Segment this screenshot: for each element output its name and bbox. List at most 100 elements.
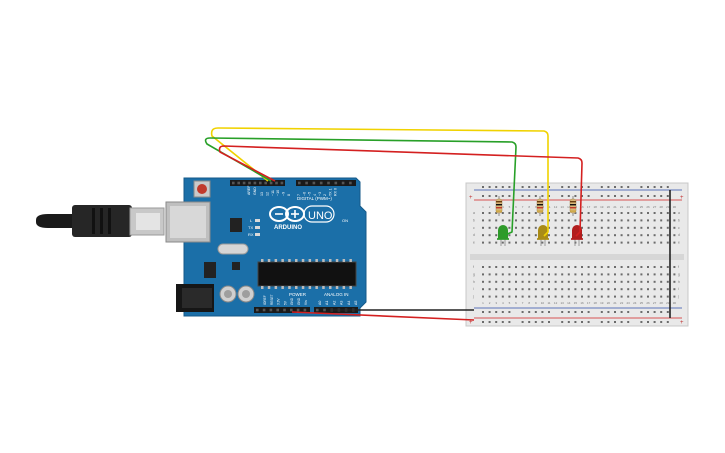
digital-pin-label: 2: [323, 194, 327, 196]
column-number: 11: [547, 205, 550, 209]
digital-pin-label: ~11: [271, 190, 275, 196]
column-number: 26: [646, 205, 650, 209]
column-number: 20: [607, 301, 611, 305]
green-wire[interactable]: [204, 137, 517, 237]
center-groove: [470, 254, 684, 260]
aref-label: AREF: [247, 186, 251, 195]
column-number: 28: [660, 301, 664, 305]
digital-header-left[interactable]: [230, 180, 285, 186]
gnd-label: GND: [253, 187, 257, 195]
rail-plus-bottom-right: +: [680, 320, 684, 326]
column-number: 17: [587, 205, 591, 209]
row-letter: j: [472, 295, 474, 299]
wires[interactable]: [204, 127, 671, 321]
digital-pin-label: ~3: [318, 192, 322, 196]
column-number: 27: [653, 301, 657, 305]
crystal: [217, 243, 249, 255]
column-number: 13: [561, 301, 565, 305]
digital-pin-label: ~6: [302, 192, 306, 196]
column-number: 30: [673, 301, 677, 305]
red-5v-wire[interactable]: [291, 311, 475, 321]
column-number: 4: [502, 205, 504, 209]
digital-pin-label: ~5: [308, 192, 312, 196]
row-letter: j: [677, 295, 679, 299]
power-pin-label: RESET: [270, 294, 274, 305]
reset-button[interactable]: [193, 180, 211, 198]
column-number: 6: [515, 205, 517, 209]
digital-pin-label: 13: [260, 192, 264, 196]
column-number: 18: [594, 205, 598, 209]
column-number: 2: [489, 205, 491, 209]
l-led-label: L: [250, 218, 253, 223]
usb-cable[interactable]: [36, 205, 165, 237]
column-number: 21: [613, 301, 617, 305]
column-number: 25: [640, 301, 644, 305]
resistors[interactable]: [495, 196, 577, 216]
tx-led-label: TX: [248, 225, 253, 230]
digital-label: DIGITAL (PWM~): [297, 196, 332, 201]
digital-pin-label: RX 0: [334, 188, 338, 196]
row-letter: g: [473, 272, 475, 276]
resistor[interactable]: [495, 196, 503, 216]
row-letter: h: [678, 280, 680, 284]
row-letter: b: [678, 218, 680, 222]
column-number: 24: [633, 301, 637, 305]
power-pin-label: Vin: [304, 300, 308, 305]
power-header[interactable]: [254, 307, 310, 313]
analog-pin-label: A4: [347, 301, 351, 305]
analog-pin-label: A5: [354, 301, 358, 305]
resistor[interactable]: [536, 196, 544, 216]
power-pin-label: 3.3V: [277, 298, 281, 305]
column-number: 12: [554, 205, 558, 209]
column-number: 17: [587, 301, 591, 305]
on-led-label: ON: [342, 218, 348, 223]
brand-label: ARDUINO: [274, 225, 302, 231]
column-number: 6: [515, 301, 517, 305]
column-number: 28: [660, 205, 664, 209]
power-pin-label: IOREF: [263, 295, 267, 305]
column-number: 12: [554, 301, 558, 305]
digital-header-right[interactable]: [296, 180, 356, 186]
column-number: 8: [528, 301, 530, 305]
power-label: POWER: [289, 292, 307, 297]
yellow-wire[interactable]: [210, 127, 549, 237]
row-letter: d: [678, 233, 680, 237]
column-number: 7: [522, 205, 524, 209]
digital-pin-label: 8: [287, 194, 291, 196]
digital-pin-label: TX 1: [328, 188, 332, 196]
power-pin-label: 5V: [283, 300, 287, 305]
digital-pin-label: 4: [313, 194, 317, 196]
digital-pin-label: ~10: [276, 190, 280, 196]
analog-pin-label: A3: [340, 301, 344, 305]
column-number: 7: [522, 301, 524, 305]
column-number: 9: [535, 301, 537, 305]
column-number: 19: [600, 205, 604, 209]
digital-pin-label: ~9: [282, 192, 286, 196]
usb-chip: [230, 218, 242, 232]
row-letter: c: [678, 226, 680, 230]
column-number: 23: [627, 301, 631, 305]
power-pin-label: GND: [297, 297, 301, 305]
model-label: UNO: [308, 210, 333, 222]
column-number: 1: [482, 205, 484, 209]
column-number: 3: [495, 301, 497, 305]
column-number: 24: [633, 205, 637, 209]
column-number: 20: [607, 205, 611, 209]
column-number: 9: [535, 205, 537, 209]
red-wire[interactable]: [218, 145, 583, 237]
breadboard[interactable]: + + + + 11223344556677889910101111121213…: [465, 182, 689, 327]
column-number: 11: [547, 301, 550, 305]
column-number: 14: [567, 205, 571, 209]
capacitors: [219, 285, 255, 303]
digital-pin-label: 7: [297, 194, 301, 196]
row-letter: e: [473, 241, 475, 245]
row-letter: f: [473, 265, 474, 269]
rx-led-label: RX: [248, 232, 254, 237]
atmega-chip: [257, 259, 357, 289]
resistor[interactable]: [569, 196, 577, 216]
column-number: 2: [489, 301, 491, 305]
column-number: 18: [594, 301, 598, 305]
column-number: 19: [600, 301, 604, 305]
